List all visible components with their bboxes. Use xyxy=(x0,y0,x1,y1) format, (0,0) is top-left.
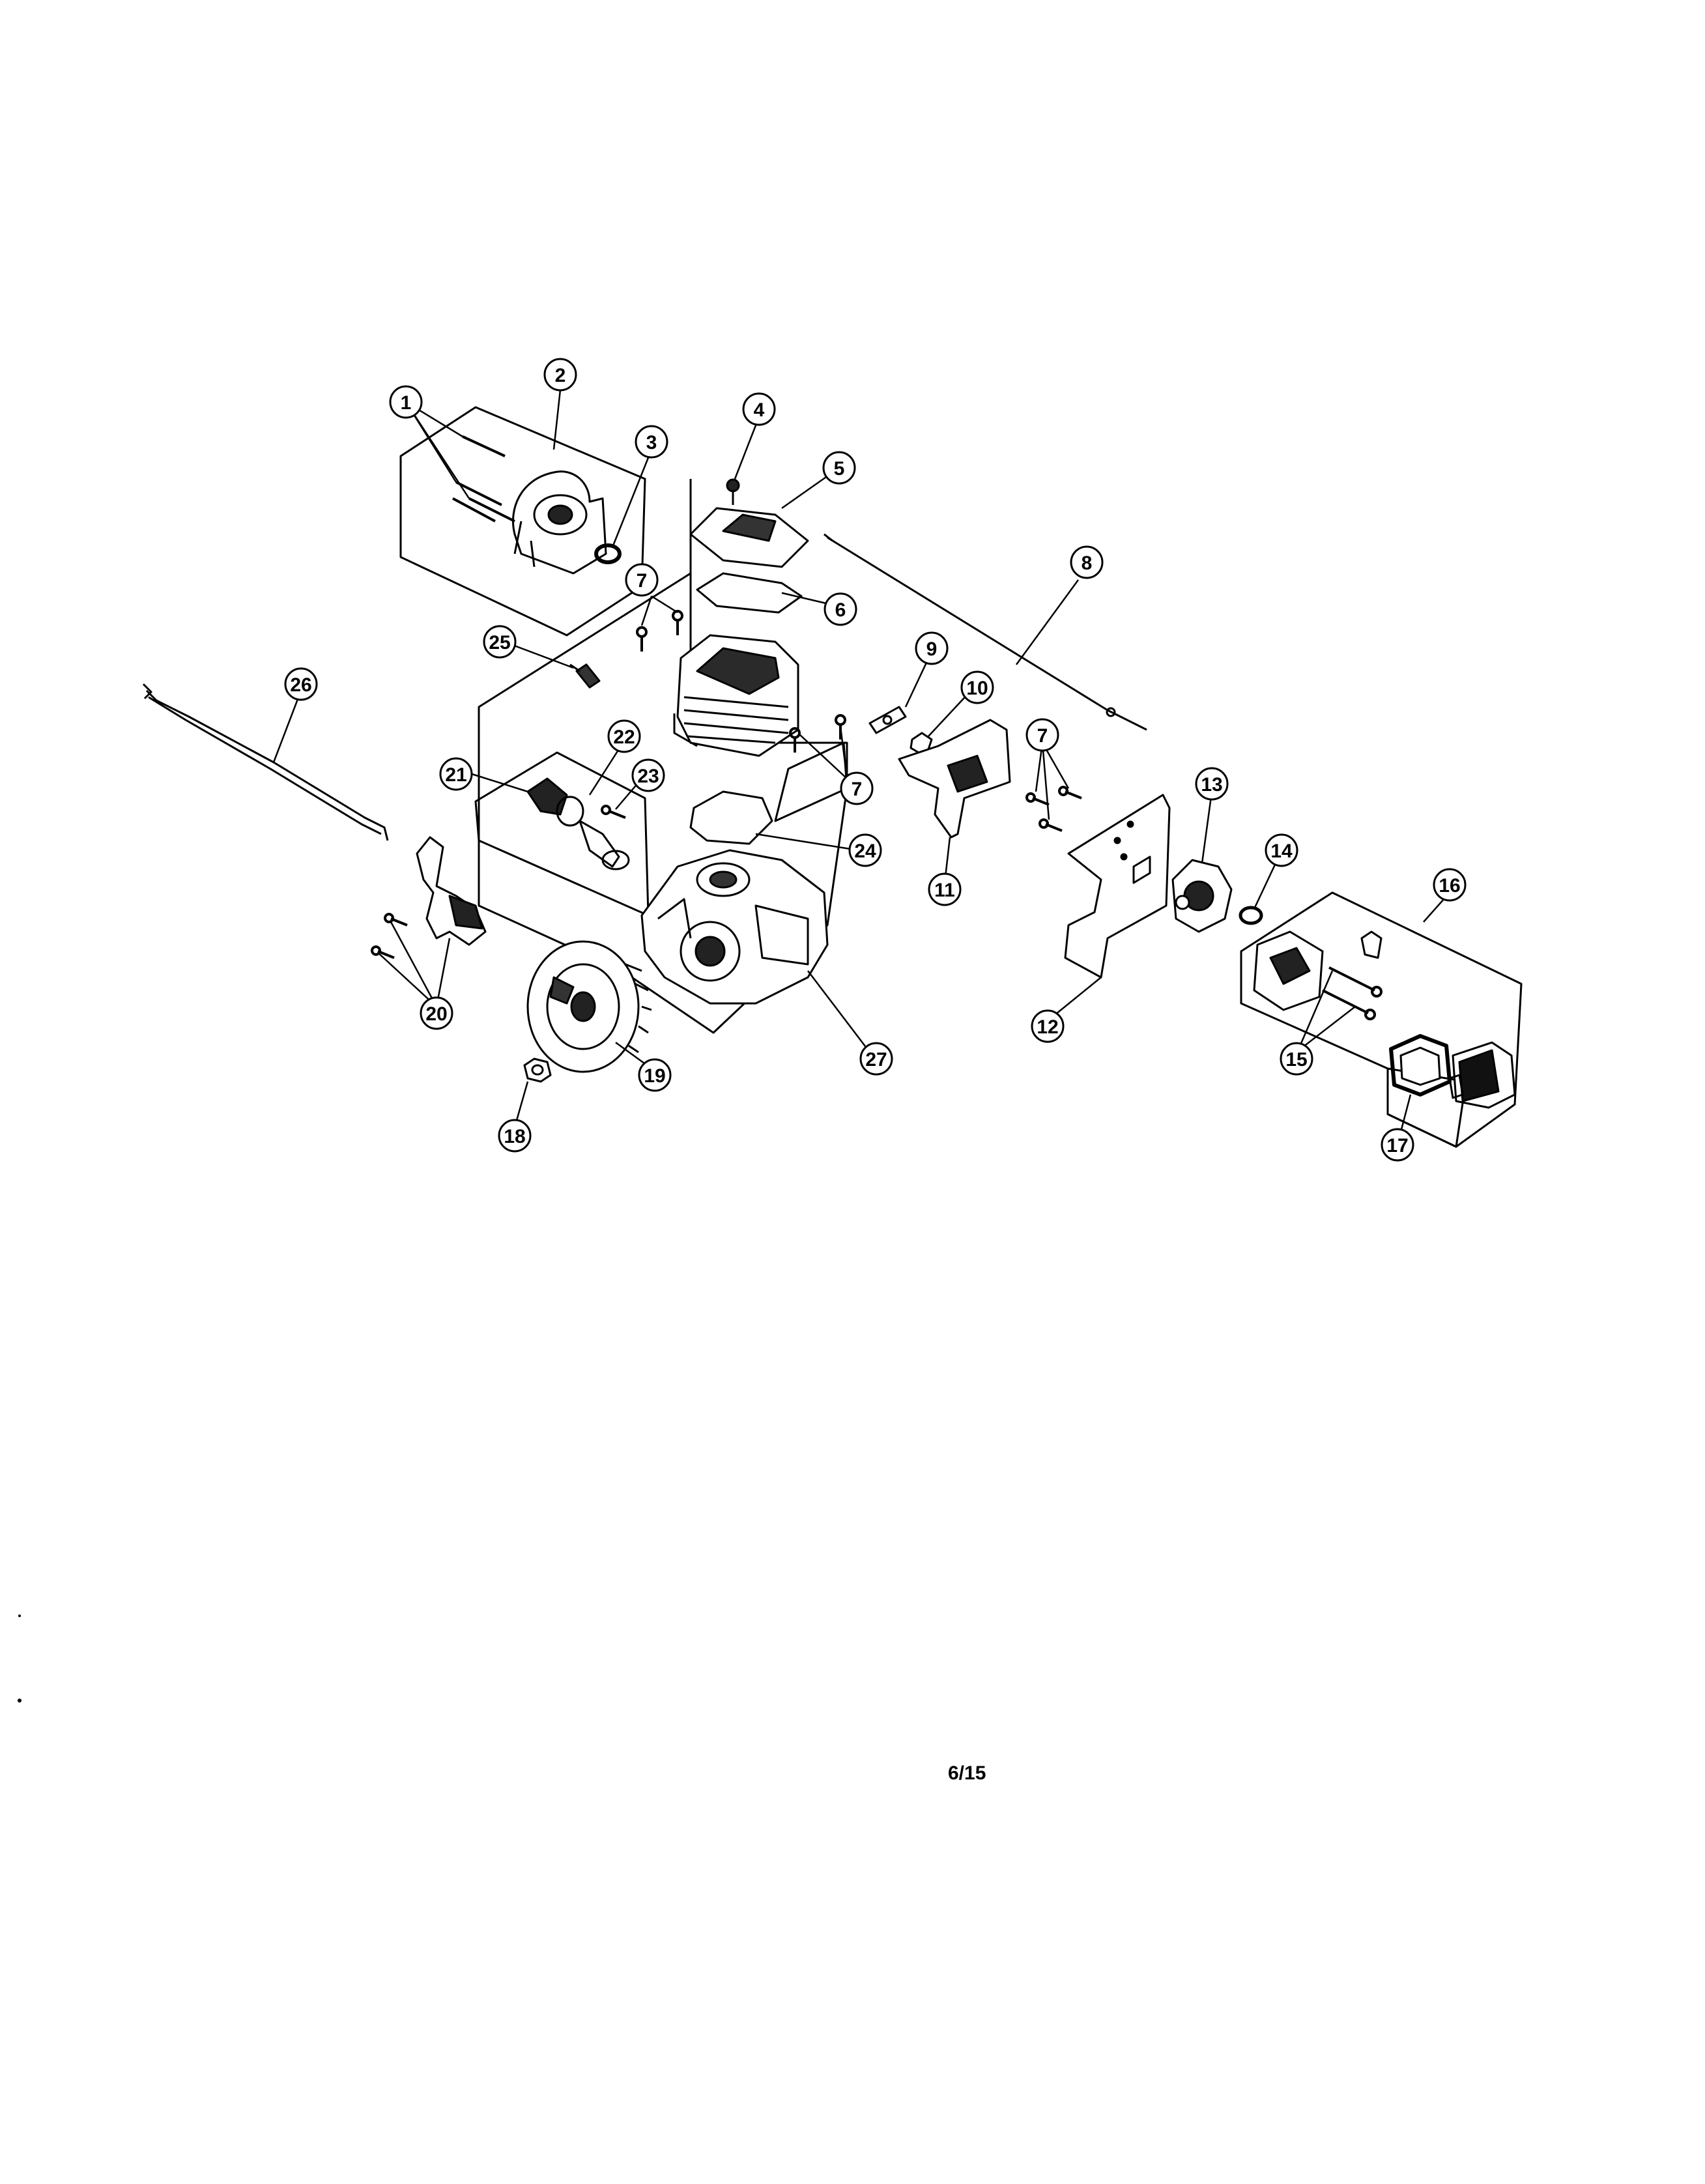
callout-7a: 7 xyxy=(625,563,659,597)
callout-24: 24 xyxy=(848,833,882,867)
callout-6: 6 xyxy=(824,592,857,626)
svg-text:12: 12 xyxy=(1037,1016,1058,1038)
scan-dot xyxy=(18,1699,21,1703)
svg-text:4: 4 xyxy=(754,399,765,421)
throttle-cable xyxy=(824,533,1147,731)
callout-18: 18 xyxy=(498,1119,532,1153)
spark-plug xyxy=(569,663,601,689)
svg-text:24: 24 xyxy=(854,841,876,862)
air-filter-base xyxy=(1253,930,1383,1011)
svg-text:6: 6 xyxy=(835,599,846,621)
muffler-group-box xyxy=(774,741,848,822)
svg-text:14: 14 xyxy=(1270,841,1293,862)
svg-text:7: 7 xyxy=(1037,725,1048,747)
ignition-coil-screws xyxy=(371,913,408,959)
callout-8: 8 xyxy=(1070,545,1104,579)
callout-10: 10 xyxy=(960,670,994,704)
valve-cover xyxy=(689,478,809,568)
svg-text:7: 7 xyxy=(637,570,648,592)
callout-19: 19 xyxy=(638,1058,672,1092)
callout-25: 25 xyxy=(483,625,517,659)
muffler-gasket xyxy=(868,706,907,734)
air-filter-element xyxy=(1389,1034,1452,1097)
heat-shield-plate xyxy=(1064,794,1171,979)
svg-text:8: 8 xyxy=(1082,553,1093,574)
svg-text:21: 21 xyxy=(445,764,466,786)
callout-13: 13 xyxy=(1195,767,1229,801)
filter-bolts xyxy=(1322,966,1383,1020)
callout-21: 21 xyxy=(439,757,473,791)
callout-1: 1 xyxy=(389,385,423,419)
svg-text:18: 18 xyxy=(504,1126,525,1147)
cylinder xyxy=(673,634,799,757)
svg-text:20: 20 xyxy=(425,1003,447,1025)
valve-cover-gasket xyxy=(696,572,803,614)
callout-4: 4 xyxy=(742,392,776,426)
intake-screw xyxy=(601,805,626,819)
flywheel-nut xyxy=(523,1057,552,1083)
bracket-screws xyxy=(1025,786,1082,832)
callout-26: 26 xyxy=(284,667,318,701)
callout-3: 3 xyxy=(635,425,668,459)
callout-9: 9 xyxy=(915,631,949,665)
page-number: 6/15 xyxy=(948,1762,986,1784)
svg-text:5: 5 xyxy=(834,458,845,480)
svg-text:2: 2 xyxy=(555,365,566,386)
air-filter-group-box xyxy=(1240,891,1523,1148)
carburetor xyxy=(1171,859,1233,933)
svg-text:23: 23 xyxy=(637,766,659,787)
svg-text:3: 3 xyxy=(646,432,657,453)
callout-22: 22 xyxy=(607,719,641,753)
callout-7c: 7 xyxy=(1025,718,1059,752)
crankcase xyxy=(640,849,829,1005)
callout-11: 11 xyxy=(928,872,962,906)
callouts: 1 2 3 4 5 6 7 7 7 8 9 10 11 12 13 14 15 … xyxy=(284,358,1467,1162)
callout-2: 2 xyxy=(543,358,577,392)
svg-text:10: 10 xyxy=(966,678,988,699)
svg-text:15: 15 xyxy=(1285,1049,1307,1070)
svg-text:25: 25 xyxy=(489,632,510,654)
svg-text:9: 9 xyxy=(926,639,938,660)
svg-text:26: 26 xyxy=(290,674,311,696)
intake-spacer xyxy=(526,777,630,870)
callout-20: 20 xyxy=(420,996,453,1030)
svg-text:11: 11 xyxy=(934,880,955,901)
air-filter-cover xyxy=(1448,1041,1516,1109)
svg-text:13: 13 xyxy=(1201,774,1222,796)
crankcase-gasket xyxy=(689,790,773,845)
callout-14: 14 xyxy=(1265,833,1298,867)
starter-screws xyxy=(452,435,515,523)
intake-group-box xyxy=(474,751,650,917)
callout-7b: 7 xyxy=(840,771,874,805)
ignition-coil xyxy=(416,836,487,946)
svg-text:22: 22 xyxy=(613,726,635,748)
svg-text:27: 27 xyxy=(865,1049,887,1070)
callout-17: 17 xyxy=(1381,1128,1414,1162)
svg-text:16: 16 xyxy=(1439,875,1460,897)
callout-27: 27 xyxy=(859,1042,893,1076)
ground-wire xyxy=(142,683,389,841)
svg-text:7: 7 xyxy=(852,779,863,800)
callout-12: 12 xyxy=(1031,1009,1065,1043)
starter-housing xyxy=(512,470,607,575)
svg-text:17: 17 xyxy=(1386,1135,1408,1157)
svg-text:19: 19 xyxy=(644,1065,665,1087)
starter-washer xyxy=(594,543,622,564)
callout-16: 16 xyxy=(1433,868,1467,902)
scan-dot xyxy=(18,1615,21,1617)
throttle-bracket xyxy=(898,719,1011,839)
callout-15: 15 xyxy=(1280,1042,1313,1076)
carburetor-gasket xyxy=(1239,906,1263,925)
callout-23: 23 xyxy=(631,758,665,792)
flywheel xyxy=(526,940,652,1073)
callout-5: 5 xyxy=(822,451,856,485)
svg-text:1: 1 xyxy=(401,392,412,414)
cylinder-bolts xyxy=(636,610,846,753)
